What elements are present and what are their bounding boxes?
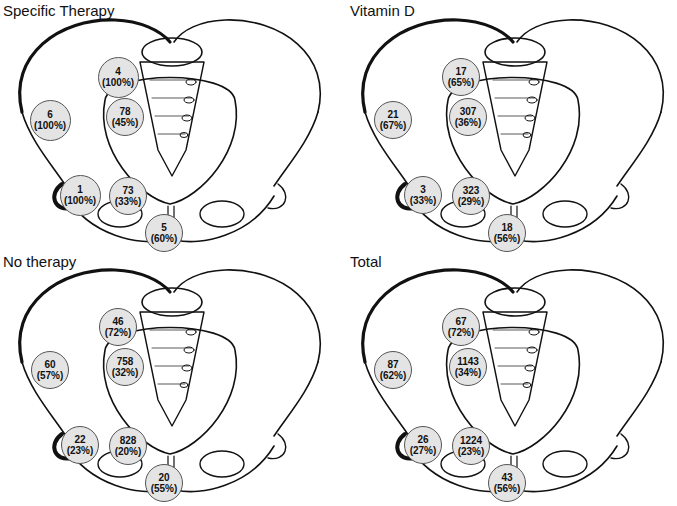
count-percent: (23%): [458, 446, 485, 457]
count-percent: (33%): [410, 195, 437, 206]
count-number: 5: [161, 222, 167, 233]
count-circle: 20(55%): [145, 464, 183, 502]
count-number: 73: [122, 185, 133, 196]
count-number: 323: [463, 185, 480, 196]
count-percent: (36%): [455, 117, 482, 128]
count-number: 20: [158, 472, 169, 483]
count-circle: 67(72%): [442, 308, 480, 346]
count-circle: 17(65%): [442, 58, 480, 96]
count-number: 43: [501, 472, 512, 483]
count-number: 26: [417, 434, 428, 445]
count-percent: (45%): [112, 117, 139, 128]
pelvis-outline: [20, 270, 321, 492]
count-circle: 4(100%): [98, 57, 139, 98]
count-circle: 5(60%): [145, 214, 183, 252]
count-circle: 18(56%): [488, 214, 526, 252]
count-circle: 26(27%): [404, 426, 442, 464]
count-number: 22: [74, 434, 85, 445]
count-percent: (34%): [455, 367, 482, 378]
count-number: 17: [455, 66, 466, 77]
count-percent: (57%): [37, 370, 64, 381]
count-circle: 6(100%): [30, 100, 71, 141]
count-circle: 758(32%): [106, 348, 144, 386]
count-percent: (29%): [458, 196, 485, 207]
count-percent: (33%): [115, 196, 142, 207]
count-number: 828: [120, 435, 137, 446]
count-number: 78: [119, 106, 130, 117]
count-number: 60: [44, 359, 55, 370]
count-number: 87: [387, 359, 398, 370]
count-percent: (56%): [494, 233, 521, 244]
count-number: 307: [460, 106, 477, 117]
count-number: 18: [501, 222, 512, 233]
count-circle: 1(100%): [60, 175, 101, 216]
panel-title: No therapy: [3, 253, 76, 270]
count-circle: 1143(34%): [449, 348, 487, 386]
count-circle: 43(56%): [488, 464, 526, 502]
count-number: 67: [455, 316, 466, 327]
panel-title: Total: [350, 253, 382, 270]
count-percent: (72%): [105, 327, 132, 338]
count-percent: (62%): [380, 370, 407, 381]
count-percent: (55%): [151, 483, 178, 494]
count-number: 46: [112, 316, 123, 327]
count-number: 21: [387, 109, 398, 120]
count-number: 758: [117, 356, 134, 367]
count-percent: (23%): [67, 445, 94, 456]
pelvis-outline: [20, 20, 321, 242]
pelvis-outline: [363, 270, 664, 492]
count-circle: 78(45%): [106, 98, 144, 136]
count-circle: 1224(23%): [452, 427, 490, 465]
count-number: 1143: [457, 356, 479, 367]
count-percent: (100%): [102, 77, 134, 88]
count-percent: (100%): [64, 195, 96, 206]
count-number: 3: [420, 184, 426, 195]
count-percent: (56%): [494, 483, 521, 494]
count-circle: 828(20%): [109, 427, 147, 465]
panel-title: Specific Therapy: [3, 2, 114, 19]
pelvis-outline: [363, 20, 664, 242]
count-number: 1: [77, 184, 83, 195]
count-number: 4: [115, 66, 121, 77]
count-circle: 73(33%): [109, 177, 147, 215]
count-percent: (72%): [448, 327, 475, 338]
count-circle: 87(62%): [374, 351, 412, 389]
count-circle: 60(57%): [31, 351, 69, 389]
count-circle: 307(36%): [449, 98, 487, 136]
count-percent: (27%): [410, 445, 437, 456]
count-circle: 3(33%): [404, 176, 442, 214]
count-percent: (20%): [115, 446, 142, 457]
count-number: 1224: [460, 435, 482, 446]
count-circle: 46(72%): [99, 308, 137, 346]
count-percent: (32%): [112, 367, 139, 378]
count-circle: 323(29%): [452, 177, 490, 215]
count-circle: 21(67%): [374, 101, 412, 139]
count-number: 6: [47, 109, 53, 120]
count-percent: (60%): [151, 233, 178, 244]
panel-title: Vitamin D: [350, 2, 415, 19]
count-percent: (67%): [380, 120, 407, 131]
count-circle: 22(23%): [61, 426, 99, 464]
count-percent: (100%): [34, 120, 66, 131]
count-percent: (65%): [448, 77, 475, 88]
